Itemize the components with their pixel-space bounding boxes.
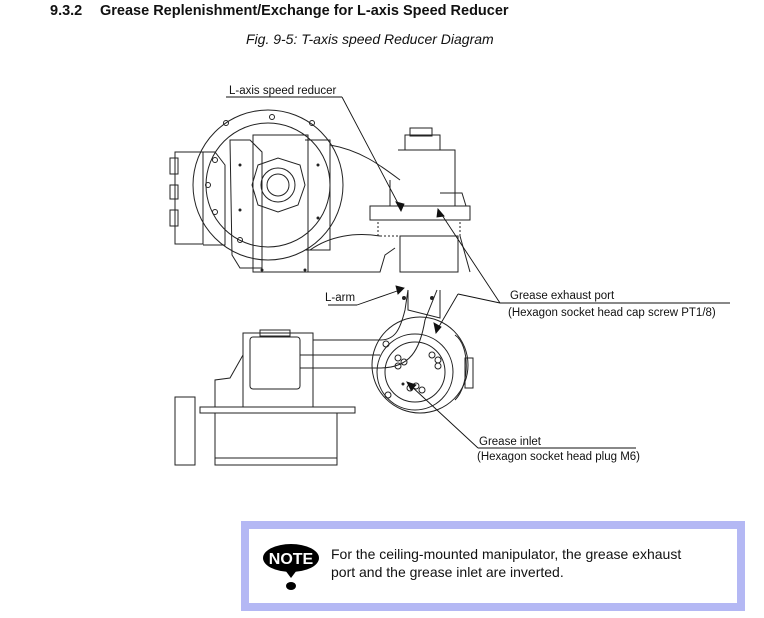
note-icon: NOTE	[263, 544, 319, 590]
note-line-1: For the ceiling-mounted manipulator, the…	[331, 546, 682, 562]
label-grease-inlet: Grease inlet	[479, 436, 542, 448]
figure-caption: Fig. 9-5: T-axis speed Reducer Diagram	[246, 31, 494, 47]
bottom-view-drawing	[174, 289, 474, 466]
note-icon-label: NOTE	[269, 551, 314, 568]
note-box: NOTE For the ceiling-mounted manipulator…	[241, 521, 745, 611]
label-grease-inlet-detail: (Hexagon socket head plug M6)	[477, 451, 640, 463]
top-view-drawing	[169, 109, 471, 273]
label-l-axis-reducer: L-axis speed reducer	[229, 85, 337, 97]
label-exhaust-port: Grease exhaust port	[510, 290, 615, 302]
note-text: For the ceiling-mounted manipulator, the…	[331, 545, 731, 581]
section-title-text: Grease Replenishment/Exchange for L-axis…	[100, 3, 509, 19]
section-heading: 9.3.2 Grease Replenishment/Exchange for L…	[50, 3, 509, 19]
label-l-arm: L-arm	[325, 292, 355, 304]
section-number: 9.3.2	[50, 3, 83, 19]
note-line-2: port and the grease inlet are inverted.	[331, 564, 564, 580]
reducer-diagram: L-axis speed reducer L-arm Grease exhaus…	[169, 85, 730, 466]
label-exhaust-port-detail: (Hexagon socket head cap screw PT1/8)	[508, 307, 716, 319]
leader-lines	[226, 96, 730, 449]
